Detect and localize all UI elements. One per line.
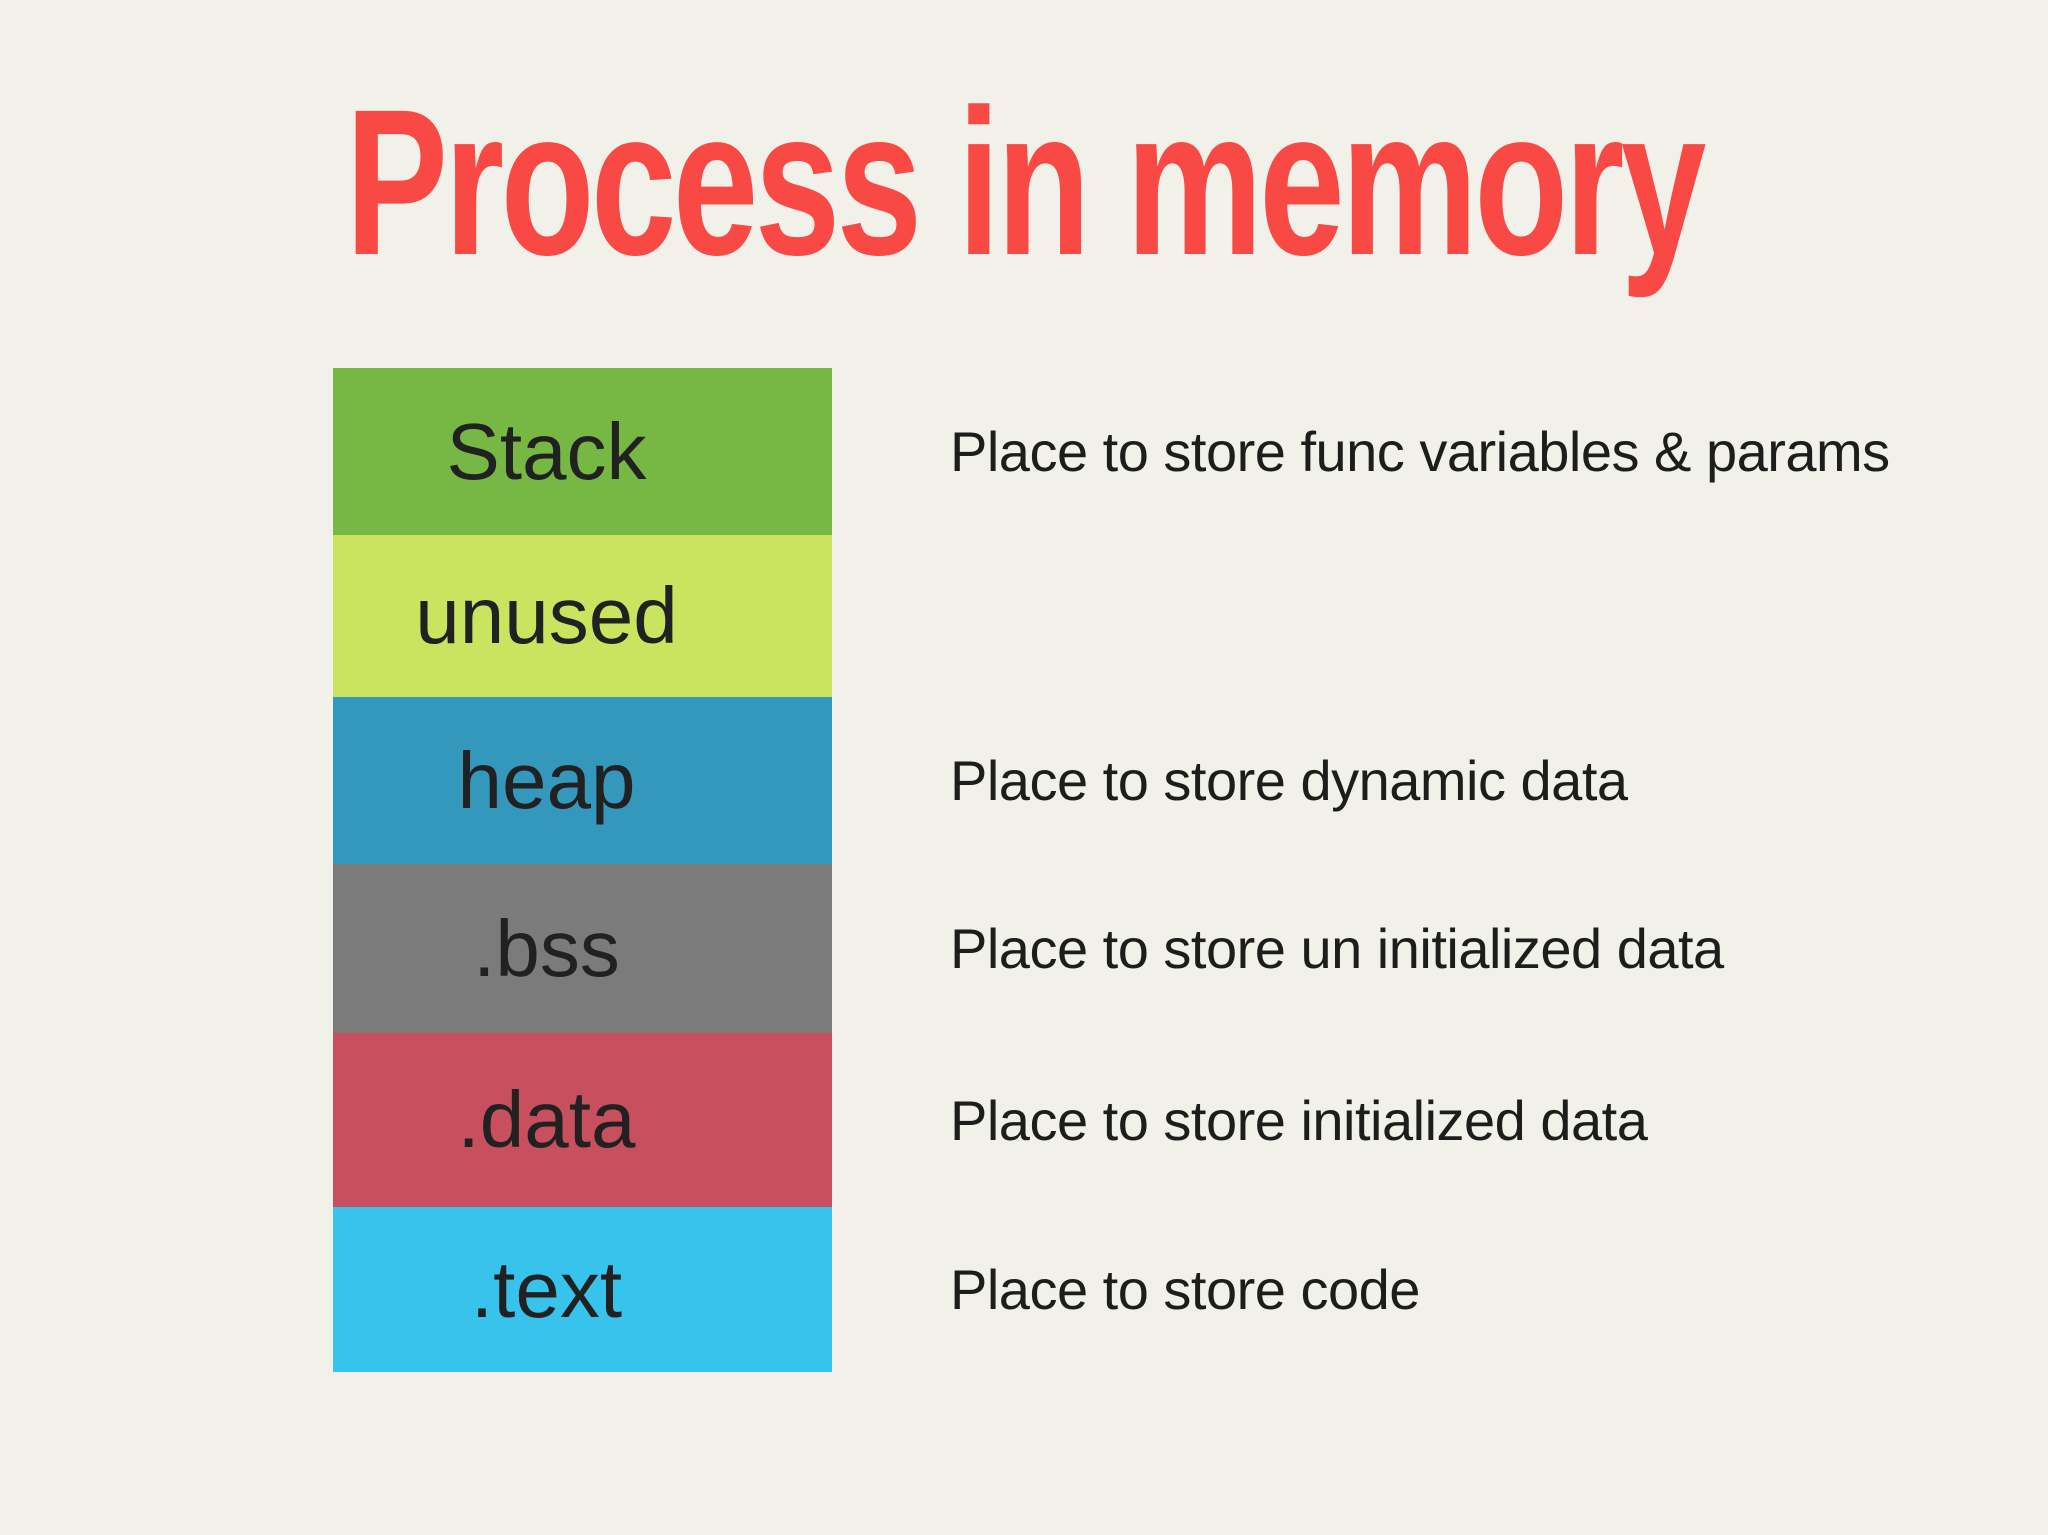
memory-block-label: Stack xyxy=(446,406,647,496)
memory-row-heap: heap Place to store dynamic data xyxy=(333,697,1890,864)
memory-block-label: .data xyxy=(457,1075,636,1164)
memory-block-text: .text xyxy=(333,1207,832,1372)
memory-block-description: Place to store un initialized data xyxy=(950,917,1724,980)
memory-block-data: .data xyxy=(333,1033,832,1207)
memory-block-description: Place to store func variables & params xyxy=(950,420,1890,483)
memory-block-label: .bss xyxy=(473,903,620,993)
memory-block-bss: .bss xyxy=(333,864,832,1033)
memory-block-label: heap xyxy=(457,735,636,825)
memory-layout-diagram: Stack Place to store func variables & pa… xyxy=(333,368,1890,1372)
memory-block-label: unused xyxy=(415,571,678,660)
memory-row-stack: Stack Place to store func variables & pa… xyxy=(333,368,1890,535)
memory-block-description: Place to store code xyxy=(950,1258,1420,1321)
memory-block-label: .text xyxy=(470,1244,623,1334)
memory-block-heap: heap xyxy=(333,697,832,864)
memory-block-stack: Stack xyxy=(333,368,832,535)
page-title: Process in memory xyxy=(345,67,1706,299)
memory-block-unused: unused xyxy=(333,535,832,697)
memory-block-description: Place to store initialized data xyxy=(950,1088,1648,1152)
memory-row-unused: unused xyxy=(333,535,1890,697)
memory-row-bss: .bss Place to store un initialized data xyxy=(333,864,1890,1033)
memory-block-description: Place to store dynamic data xyxy=(950,749,1628,812)
memory-row-data: .data Place to store initialized data xyxy=(333,1033,1890,1207)
memory-row-text: .text Place to store code xyxy=(333,1207,1890,1372)
